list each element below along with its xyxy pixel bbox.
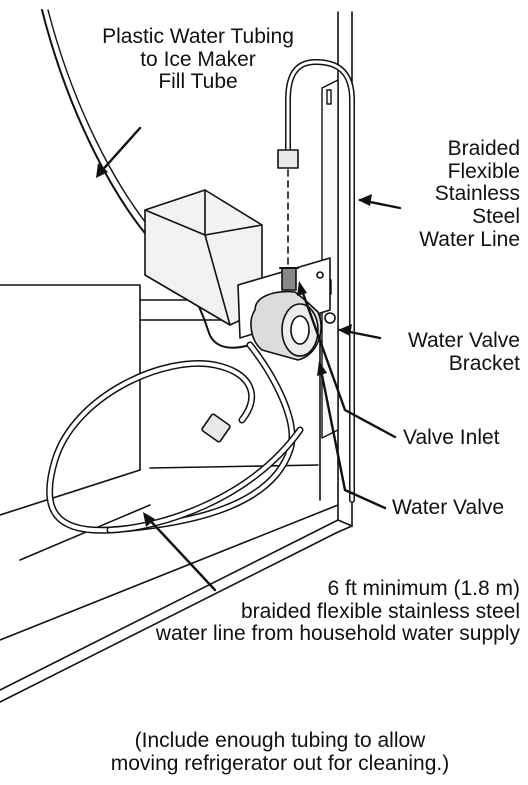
valve-inlet-label: Valve Inlet	[403, 426, 500, 449]
minimum-line-label: 6 ft minimum (1.8 m) braided flexible st…	[155, 577, 520, 646]
braided-line-label: Braided Flexible Stainless Steel Water L…	[419, 137, 520, 251]
valve-bracket-label: Water Valve Bracket	[407, 329, 520, 375]
leader-arrows	[96, 126, 402, 592]
cleaning-note: (Include enough tubing to allow moving r…	[110, 729, 450, 775]
arrowheads	[96, 163, 372, 527]
braided-water-line	[277, 59, 355, 503]
water-valve-label: Water Valve	[392, 496, 505, 519]
coiled-water-line	[46, 341, 304, 534]
plastic-tubing-label: Plastic Water Tubing to Ice Maker Fill T…	[102, 25, 294, 94]
water-valve	[250, 267, 336, 361]
